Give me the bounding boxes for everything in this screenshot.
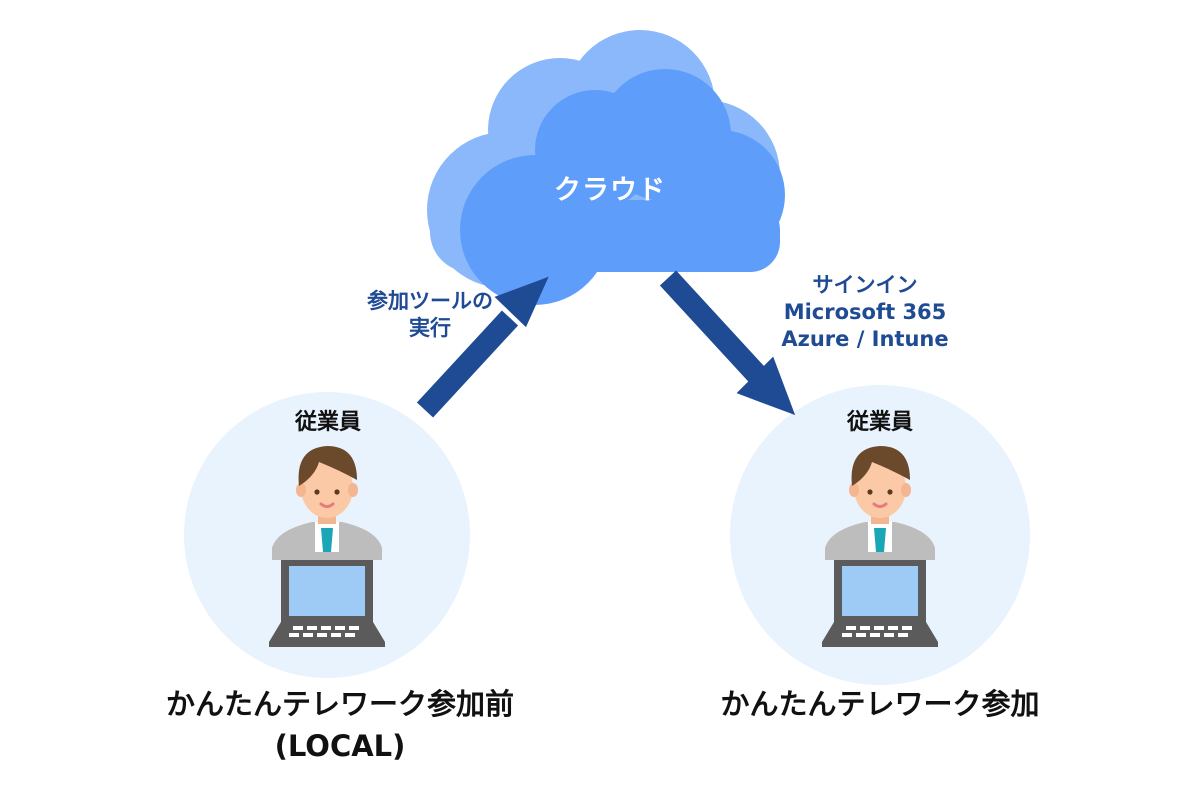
cloud-icon (427, 30, 785, 305)
caption-right-line: かんたんテレワーク参加 (720, 687, 1040, 721)
face (301, 458, 353, 518)
laptop-bottom (269, 642, 385, 647)
ear-right (901, 483, 911, 497)
eye-right (334, 489, 340, 495)
ear-right (348, 483, 358, 497)
arrow-label-right-line: Azure / Intune (781, 327, 949, 351)
caption-right: かんたんテレワーク参加 (690, 683, 1070, 725)
employee-figure-right (822, 446, 938, 647)
ear-left (296, 483, 306, 497)
tie-icon (321, 528, 333, 552)
laptop-base (269, 622, 385, 642)
eye-right (887, 489, 893, 495)
arrow-label-left-line: 参加ツールの (367, 289, 493, 313)
smile (319, 502, 335, 508)
laptop-screen (289, 566, 365, 616)
arrow-label-left: 参加ツールの 実行 (330, 288, 530, 342)
laptop-screen (842, 566, 918, 616)
arrow-up-right (416, 276, 549, 418)
keyboard-keys (289, 626, 359, 637)
arrow-label-right-line: Microsoft 365 (783, 300, 947, 324)
hair (851, 446, 910, 486)
tie-icon (874, 528, 886, 552)
caption-left-line: かんたんテレワーク参加前 (165, 687, 514, 721)
employee-figure-left (269, 446, 385, 647)
smile (872, 502, 888, 508)
arrow-label-left-line: 実行 (409, 316, 451, 340)
caption-left-line: (LOCAL) (274, 729, 406, 763)
face (854, 458, 906, 518)
employee-label-left: 従業員 (294, 410, 361, 435)
employee-label-right: 従業員 (846, 410, 913, 435)
cloud-label: クラウド (554, 175, 666, 206)
caption-left: かんたんテレワーク参加前 (LOCAL) (130, 683, 550, 767)
eye-left (867, 489, 873, 495)
arrow-label-right: サインイン Microsoft 365 Azure / Intune (755, 272, 975, 353)
laptop-bottom (822, 642, 938, 647)
arrow-down-right (659, 270, 796, 416)
eye-left (314, 489, 320, 495)
keyboard-keys (842, 626, 912, 637)
hair (298, 446, 357, 486)
laptop-base (822, 622, 938, 642)
arrow-label-right-line: サインイン (812, 273, 918, 297)
ear-left (849, 483, 859, 497)
